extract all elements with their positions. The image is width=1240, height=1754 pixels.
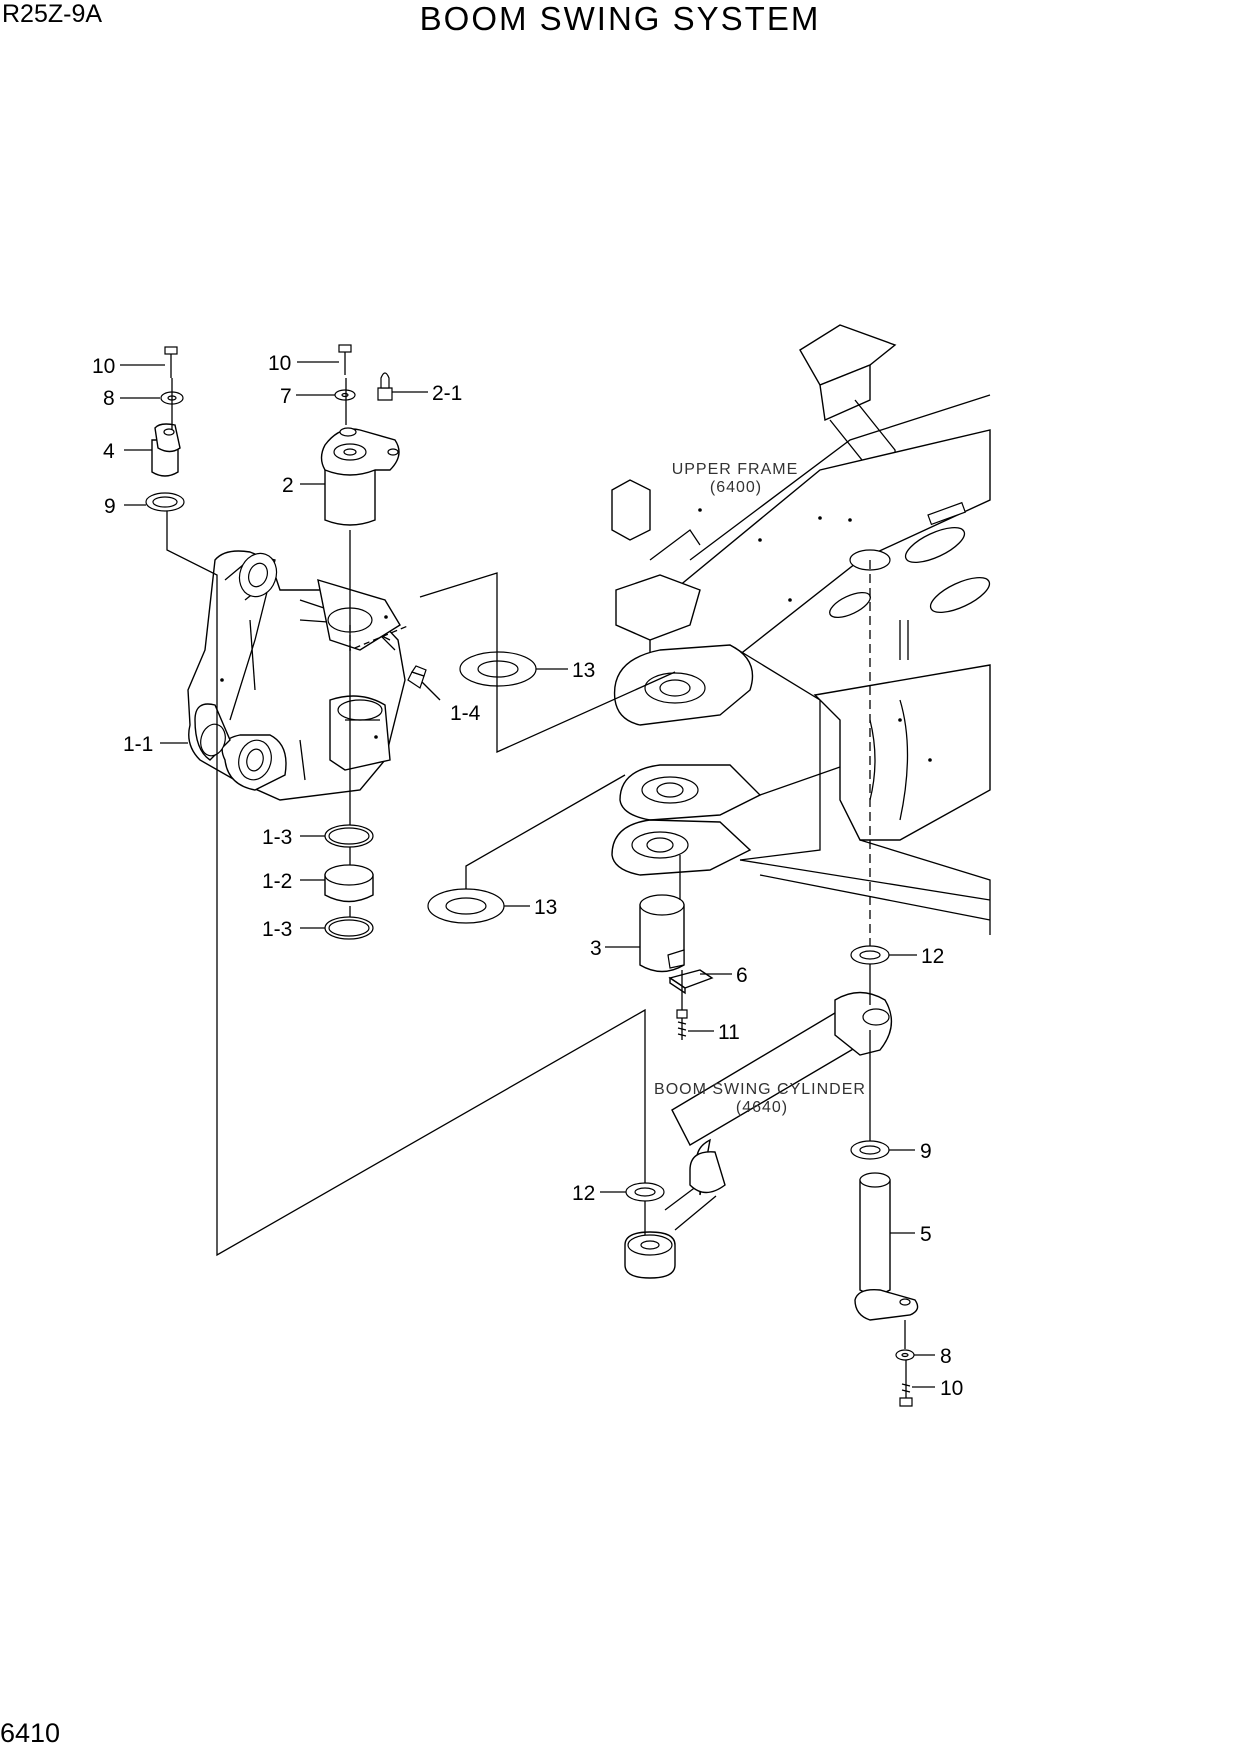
assembly-lines [166,378,907,1380]
callout-label: 1-2 [262,870,292,893]
callout-label: 10 [92,355,115,378]
callout-label: 4 [103,440,115,463]
washer-8-right [895,1349,915,1361]
callout-label: 1-3 [262,826,292,849]
callout-label: 11 [718,1021,740,1044]
bushing-1-2 [324,864,374,903]
shim-13-upper [459,651,537,687]
callout-label: 12 [921,945,944,968]
bolt-10-center [338,344,352,375]
upper-frame-label: UPPER FRAME [672,461,799,478]
shim-12-left [625,1182,665,1202]
upper-frame-drawing [611,324,991,935]
callout-labels: 10 8 4 9 10 7 2-1 2 13 1-4 1-1 1-3 1-2 1… [92,352,963,1400]
callout-label: 1-3 [262,918,292,941]
bolt-10-left [164,346,178,378]
callout-label: 12 [572,1182,595,1205]
callout-label: 1-4 [450,702,481,725]
upper-frame-ref: (6400) [710,479,762,496]
grease-fitting-1-4 [407,665,427,689]
shim-12-right [850,945,890,965]
callout-label: 6 [736,964,748,987]
callout-label: 10 [940,1377,963,1400]
callout-label: 10 [268,352,291,375]
model-code: R25Z-9A [2,0,103,28]
callout-label: 13 [572,659,595,682]
callout-label: 7 [280,385,292,408]
callout-label: 2-1 [432,382,462,405]
callout-label: 9 [920,1140,932,1163]
pin-3 [639,894,685,973]
callout-label: 13 [534,896,557,919]
callout-label: 8 [940,1345,952,1368]
washer-7 [334,389,356,401]
callout-label: 2 [282,474,294,497]
bolt-10-right [899,1380,913,1407]
ring-1-3-upper [324,824,374,848]
boom-swing-cylinder-ref: (4640) [736,1099,788,1116]
boom-swing-cylinder-drawing [624,991,893,1279]
plate-4 [151,423,181,477]
grease-nipple-2-1 [377,372,393,401]
callout-label: 8 [103,387,115,410]
ring-1-3-lower [324,916,374,940]
reference-annotations: UPPER FRAME (6400) BOOM SWING CYLINDER (… [654,461,866,1116]
bolt-11 [676,1009,688,1040]
shim-9-left [145,492,185,512]
pin-5 [854,1172,919,1321]
callout-label: 9 [104,495,116,518]
page-title: BOOM SWING SYSTEM [419,0,821,37]
shim-9-right [850,1140,890,1160]
callout-label: 5 [920,1223,932,1246]
leader-lines [120,361,935,1388]
shim-13-lower [427,888,505,924]
page-number: 6410 [0,1718,61,1748]
swing-bracket-drawing [187,550,406,801]
callout-label: 3 [590,937,602,960]
callout-label: 1-1 [123,733,153,756]
boom-swing-cylinder-label: BOOM SWING CYLINDER [654,1081,866,1098]
pin-2 [320,427,400,526]
